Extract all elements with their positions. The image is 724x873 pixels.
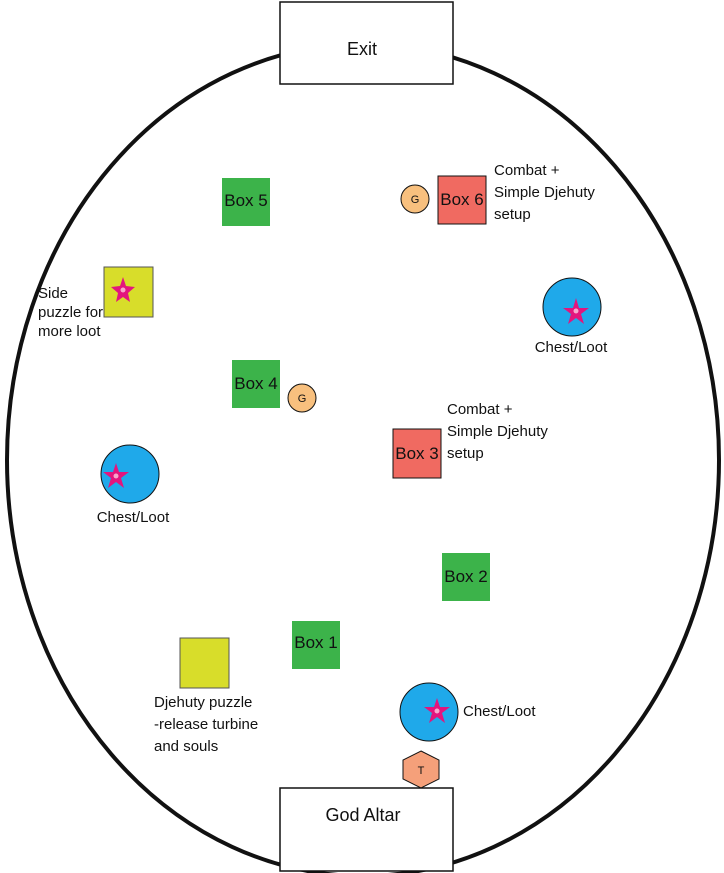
combat-note-line: setup bbox=[494, 206, 531, 223]
star-icon bbox=[563, 298, 589, 324]
box-3: Box 3 bbox=[392, 428, 442, 479]
djehuty-puzzle bbox=[179, 637, 230, 689]
box-2-label: Box 2 bbox=[444, 567, 487, 586]
exit-label: Exit bbox=[347, 39, 377, 59]
djehuty-puzzle-note-line: and souls bbox=[154, 738, 218, 755]
djehuty-puzzle-note: Djehuty puzzle -release turbine and soul… bbox=[154, 694, 262, 755]
god-altar-room: God Altar bbox=[279, 787, 454, 872]
chest-loot-label: Chest/Loot bbox=[463, 703, 536, 720]
combat-note-line: Combat + bbox=[447, 401, 513, 418]
god-altar-label: God Altar bbox=[325, 805, 400, 825]
star-icon bbox=[103, 463, 129, 488]
box-3-label: Box 3 bbox=[395, 444, 438, 463]
box-5: Box 5 bbox=[222, 178, 270, 226]
side-puzzle-note-line: more loot bbox=[38, 323, 101, 340]
turbine-token-label: T bbox=[418, 765, 425, 777]
side-puzzle-note: Side puzzle for more loot bbox=[38, 285, 107, 340]
chest-loot-bottom: Chest/Loot bbox=[399, 682, 536, 742]
star-icon bbox=[424, 698, 450, 723]
box-6: Box 6 bbox=[437, 175, 487, 225]
star-icon bbox=[111, 277, 135, 302]
chest-loot-label: Chest/Loot bbox=[535, 339, 608, 356]
combat-note-line: Combat + bbox=[494, 162, 560, 179]
djehuty-puzzle-note-line: -release turbine bbox=[154, 716, 258, 733]
box-4-label: Box 4 bbox=[234, 374, 277, 393]
guard-token: G bbox=[400, 184, 430, 214]
guard-token-label: G bbox=[411, 194, 420, 206]
side-puzzle-note-line: Side bbox=[38, 285, 68, 302]
combat-note-box-3: Combat + Simple Djehuty setup bbox=[447, 401, 552, 462]
side-puzzle bbox=[103, 266, 154, 318]
box-6-label: Box 6 bbox=[440, 190, 483, 209]
combat-note-line: Simple Djehuty bbox=[494, 184, 595, 201]
box-1-label: Box 1 bbox=[294, 633, 337, 652]
combat-note-line: setup bbox=[447, 445, 484, 462]
side-puzzle-note-line: puzzle for bbox=[38, 304, 103, 321]
box-4: Box 4 bbox=[232, 360, 280, 408]
box-1: Box 1 bbox=[292, 621, 340, 669]
guard-token: G bbox=[287, 383, 317, 413]
combat-note-line: Simple Djehuty bbox=[447, 423, 548, 440]
box-2: Box 2 bbox=[442, 553, 490, 601]
turbine-token: T bbox=[402, 750, 440, 789]
combat-note-box-6: Combat + Simple Djehuty setup bbox=[494, 162, 599, 223]
chest-loot-label: Chest/Loot bbox=[97, 509, 170, 526]
guard-token-label: G bbox=[298, 393, 307, 405]
chest-loot-left: Chest/Loot bbox=[97, 444, 170, 526]
djehuty-puzzle-note-line: Djehuty puzzle bbox=[154, 694, 252, 711]
chest-loot-right: Chest/Loot bbox=[535, 277, 608, 356]
exit-room: Exit bbox=[279, 1, 454, 85]
box-5-label: Box 5 bbox=[224, 191, 267, 210]
